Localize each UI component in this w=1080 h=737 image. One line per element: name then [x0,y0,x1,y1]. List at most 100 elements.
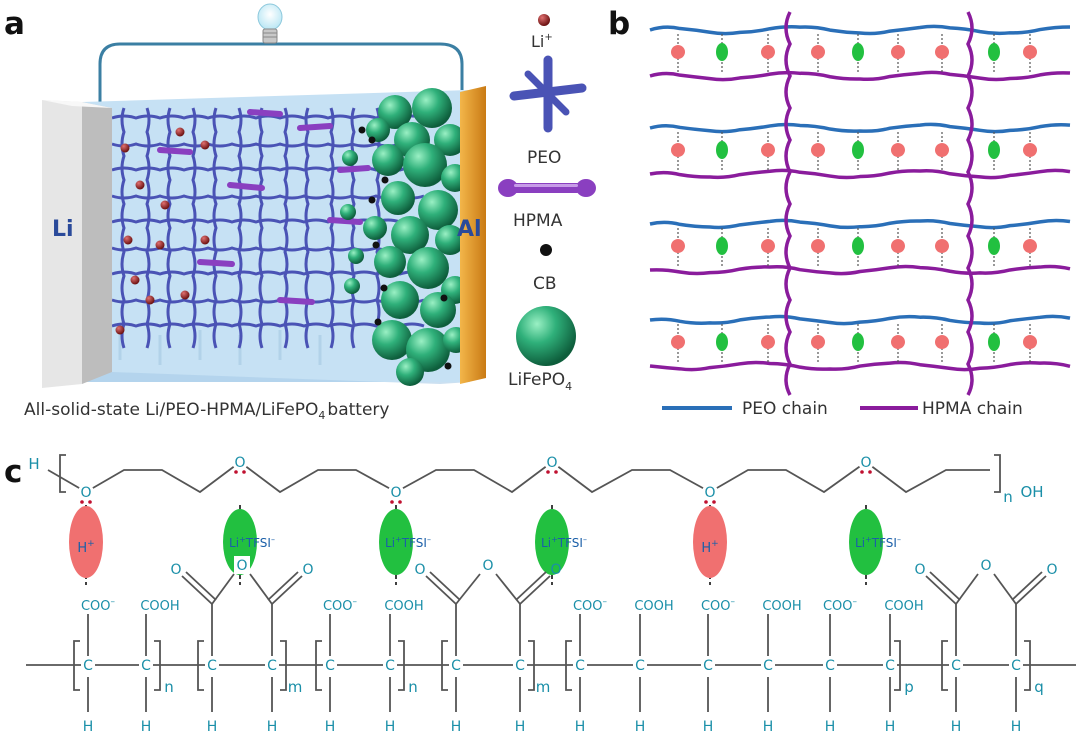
hydrogen-atom: H [703,719,714,735]
proton-ion [935,239,949,253]
oxygen-atom: O [234,455,245,471]
proton-ion [671,239,685,253]
carbon-black-particle [358,126,366,134]
hpma-chain [649,168,1071,180]
carboxylic-acid-group: COOH [384,599,423,614]
proton-ion [891,143,905,157]
carbon-atom: C [703,658,713,674]
lifepo4-particle [420,292,456,328]
proton-ion [935,143,949,157]
lifepo4-particle [435,225,465,255]
hpma-segment [227,182,265,191]
repeat-subscript: p [904,678,914,696]
anode-label: Li [52,217,74,242]
carbon-black-particle [374,318,382,326]
oxygen-atom: O [704,485,715,501]
li-tfsi-ion [988,237,1000,255]
li-ion [200,140,210,150]
carboxylic-acid-group: COOH [634,599,673,614]
panel-b-legend: PEO chain HPMA chain [662,399,1023,419]
carbonyl-oxygen: O [302,562,313,578]
proton-ion [1023,44,1037,59]
carbon-atom: C [825,658,835,674]
peo-strand [283,107,289,349]
carbon-black-particle [368,196,376,204]
li-ion [130,275,140,285]
oxygen-atom-bg [858,454,874,470]
proton-ion [761,143,775,157]
peo-strand [212,107,218,349]
peo-strand [111,322,425,328]
terminal-oh: OH [1020,483,1043,501]
proton-ion [891,45,905,59]
li-ion [145,295,155,305]
anhydride-oxygen: O [980,558,991,574]
repeat-subscript: n [164,678,174,696]
panel-b-network [649,11,1071,396]
oxygen-atom-bg [544,454,560,470]
li-tfsi-ion [716,141,728,159]
carboxylic-acid-group: COOH [762,599,801,614]
lifepo4-particle [372,144,404,176]
lifepo4-particle [381,281,419,319]
repeat-subscript-n: n [1003,488,1013,506]
lifepo4-particle [412,88,452,128]
lifepo4-particle [344,278,360,294]
anhydride-oxygen: O [482,558,493,574]
carbon-atom: C [763,658,773,674]
lifepo4-particle [348,248,364,264]
hydrogen-atom: H [1011,719,1022,735]
li-ion [155,240,165,250]
lifepo4-particle [363,216,387,240]
peo-monomer-icon [509,55,587,133]
repeat-subscript: m [536,678,551,696]
li-tfsi-ion [852,237,864,255]
proton-ion [811,45,825,59]
carbonyl-oxygen: O [550,562,561,578]
hydrogen-atom: H [763,719,774,735]
hpma-segment [247,109,283,117]
carbon-atom: C [885,658,895,674]
carbon-atom: C [83,658,93,674]
carbon-black-particle [380,284,388,292]
proton-ion [1023,143,1037,157]
lifepo4-particle [403,143,447,187]
lifepo4-particle [381,181,415,215]
peo-chain [649,24,1071,36]
repeat-subscript: q [1034,678,1044,696]
lifepo4-particle [396,358,424,386]
proton-ion [671,335,685,349]
hydrogen-atom: H [385,719,396,735]
lifepo4-particle [340,204,356,220]
hydrogen-atom: H [515,719,526,735]
proton-ion [891,239,905,253]
carboxylate-group: COO– [323,597,358,614]
carbonyl-oxygen: O [170,562,181,578]
proton-ion [761,335,775,349]
peo-strand [329,107,335,349]
li-ion [175,127,185,137]
carbon-atom: C [515,658,525,674]
hydrogen-atom: H [451,719,462,735]
hydrogen-atom: H [325,719,336,735]
panel-a-legend: Li+ PEO HPMA CB LiFePO4 [498,14,596,393]
hpma-segment [337,165,371,173]
repeat-subscript: m [288,678,303,696]
carbon-atom: C [575,658,585,674]
legend-cb: CB [533,274,557,294]
carbon-black-icon [540,244,552,256]
hydrogen-atom: H [207,719,218,735]
hydrogen-atom: H [267,719,278,735]
oxygen-atom: O [860,455,871,471]
li-tfsi-oval [849,509,883,575]
light-bulb-icon [257,3,283,44]
legend-li-ion: Li+ [531,32,553,51]
lifepo4-particle [372,320,412,360]
carbon-atom: C [267,658,277,674]
peo-strand [145,107,151,349]
proton-ion [935,45,949,59]
lifepo4-particles [358,88,469,386]
carboxylic-acid-group: COOH [140,599,179,614]
